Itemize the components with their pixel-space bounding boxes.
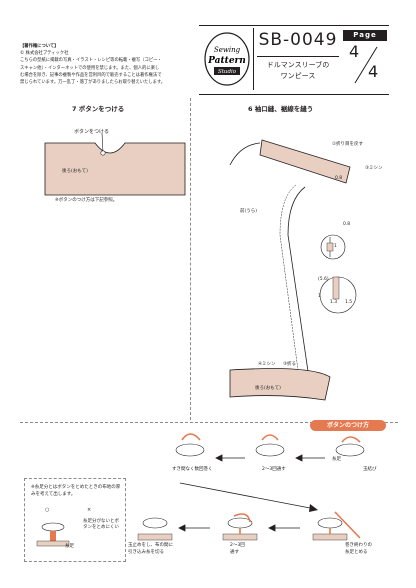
front-label: 前(うら) [240,209,258,214]
bad-mark: × [87,507,92,513]
pattern-title: ドルマンスリーブの ワンピース [257,60,339,82]
page-label: Page [343,30,387,41]
pattern-title-line: ワンピース [280,72,316,80]
back-label: 後ろ(おもて) [62,169,88,174]
thread-label: 糸足 [65,544,74,549]
step-arrow-diagonal [179,482,318,512]
copyright-line: む場合を除き、記事の複製や作品を営利目的で販売することは著作権法で [20,72,162,78]
section-title-button: 7 ボタンをつける [72,105,125,113]
copyright-title: 【著作権について】 [20,44,59,49]
step-wind-label: 巻き終わりの 糸足とめる [345,543,372,555]
sleeve-hem-illustration [229,139,357,401]
fold-label: ③折る [283,362,297,367]
garment-back-illustration [44,133,186,196]
pattern-title-line: ドルマンスリーブの [266,61,330,69]
dimension-label: (5.6) [318,277,329,282]
dimension-label: 1 [334,244,337,249]
divider [257,56,339,57]
note-title: ※糸足分とはボタンをとめたときの布地の厚みを考えて出します。 [31,485,121,497]
section-separator [20,422,398,423]
dimension-label: 0.8 [343,222,351,227]
copyright-line: 禁じられています。万一乱丁・落丁がありましたらお取り替えいたします。 [20,80,166,86]
copyright-notice: 【著作権について】 © 株式会社ブティック社 こちらの型紙に掲載の写真・イラスト… [20,43,195,86]
button-steps-top-illustration [175,433,365,462]
button-steps-bottom-illustration [137,511,361,541]
copyright-line: © 株式会社ブティック社 [20,51,69,57]
page-current: 4 [349,42,360,61]
column-separator [190,98,191,420]
page-total: 4 [368,62,379,81]
logo-text: Pattern [207,56,246,66]
bad-desc: 糸足分がないとボタンをとめにくい [83,519,119,530]
stitch-label: ③ミシン [365,166,383,171]
page-indicator: Page 4 4 [343,30,387,88]
copyright-line: スキャン他）・インターネットでの使用を禁じます。また、個人的に楽し [20,65,160,71]
dimension-label: 1.5 [345,300,353,305]
pattern-code: SB-0049 [258,30,338,50]
logo-text: Sewing [214,46,241,54]
logo-text: Studio [218,69,237,75]
copyright-line: こちらの型紙に掲載の写真・イラスト・レシピ等の転載・複写（コピー・ [20,58,162,64]
how-to-sew-button-badge: ボタンのつけ方 [310,420,386,431]
fold-label: ①折り目を戻す [332,142,364,147]
step-wrap-label: すき間なく数回巻く [172,467,213,472]
good-mark: ○ [45,507,50,513]
button-label: ボタンをつける [74,129,110,135]
header-box [199,25,389,95]
dimension-label: 0.8 [335,176,343,181]
step-knot-label: 玉結び [363,467,377,472]
divider [253,28,254,90]
button-note: ※ボタンのつけ方は下記参照。 [55,198,118,203]
stitch-label: ④ミシン [258,362,276,367]
step-twice-label: 2〜3回通す [262,467,286,472]
dimension-label: 1 [318,294,321,299]
step-thread-label: 糸足 [332,457,341,462]
step-final-label: 玉止めをし、布の間に 引き込み糸を切る [128,543,173,555]
button-icon [100,150,106,156]
section-title-hem: 6 袖口縫、裾線を縫う [248,105,314,113]
dimension-label: 1.3 [330,300,338,305]
thread-shank-note: ※糸足分とはボタンをとめたときの布地の厚みを考えて出します。 ○ × 糸足分がな… [24,478,126,562]
good-shank-icon [36,522,70,547]
back-label: 後ろ(おもて) [255,386,281,391]
sewing-pattern-studio-logo: Sewing Pattern Studio [202,30,252,88]
step-repeat-label: 2〜3回 通す [230,543,245,555]
